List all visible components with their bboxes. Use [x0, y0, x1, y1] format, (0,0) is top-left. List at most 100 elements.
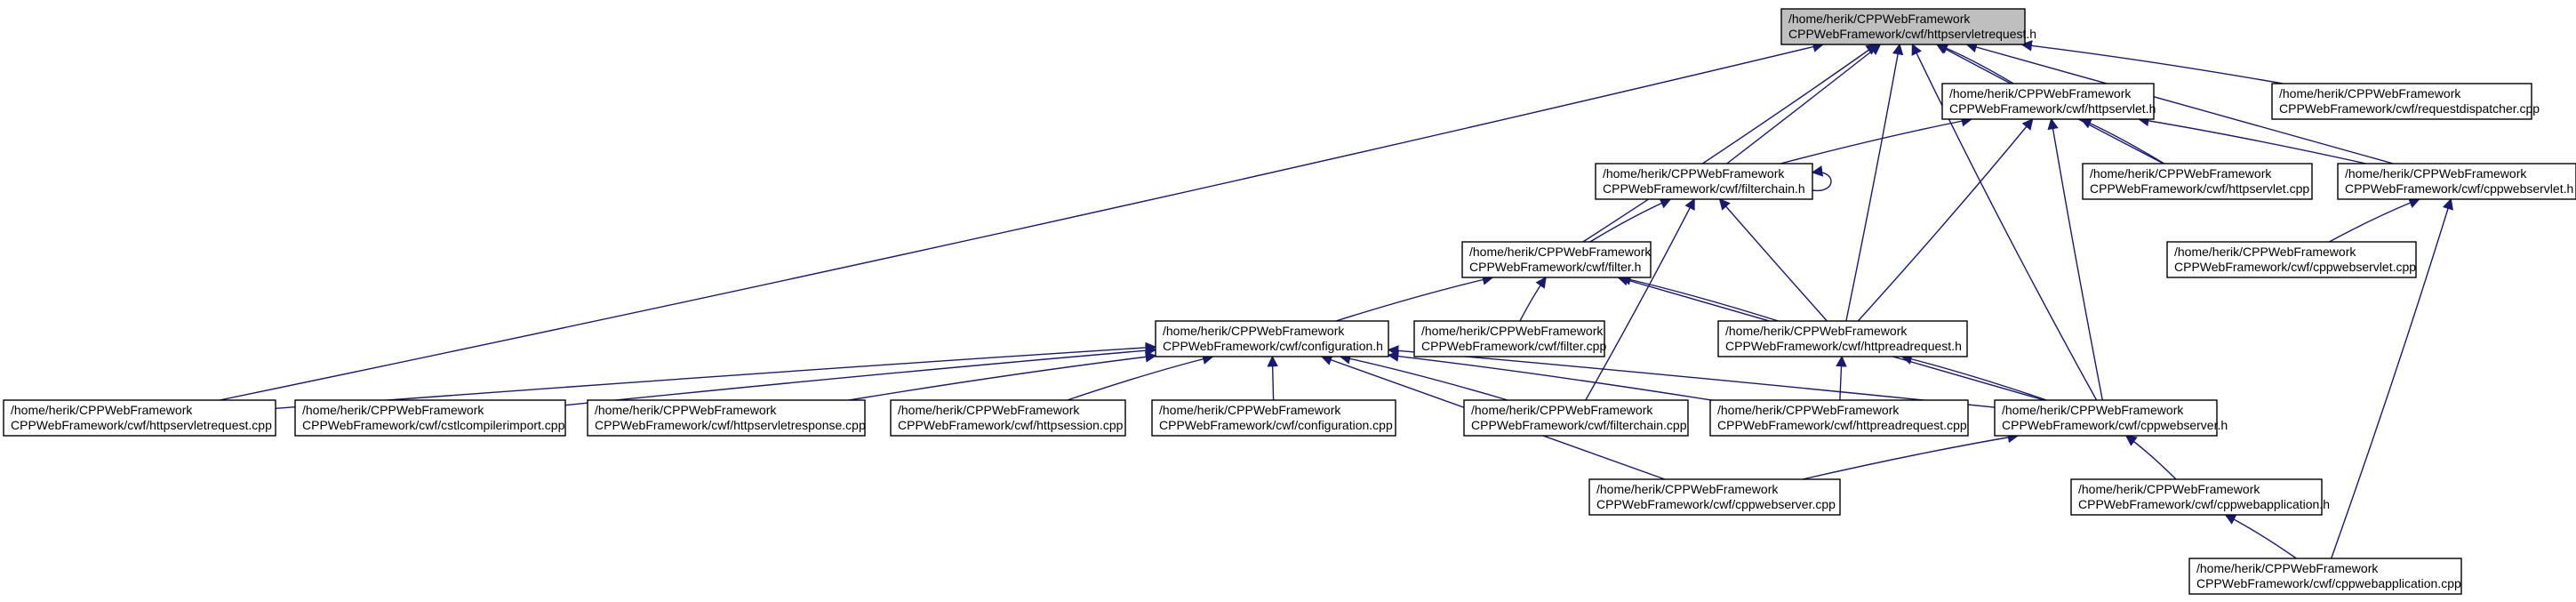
edge-cppwebserver-cpp-to-cppwebserver-h	[1802, 431, 2020, 480]
node-httpreadrequest-cpp[interactable]: /home/herik/CPPWebFrameworkCPPWebFramewo…	[1709, 399, 1969, 437]
node-box	[2337, 163, 2576, 200]
edge-cppwebserver-h-to-httpservlet-h	[2047, 117, 2103, 401]
node-httpreadrequest-h[interactable]: /home/herik/CPPWebFrameworkCPPWebFramewo…	[1717, 320, 1968, 357]
node-httpservlet-h[interactable]: /home/herik/CPPWebFrameworkCPPWebFramewo…	[1941, 83, 2156, 120]
node-box	[1461, 241, 1652, 278]
node-box	[2188, 558, 2462, 595]
edge-configuration-cpp-to-configuration-h	[1267, 355, 1279, 401]
node-label-line2: CPPWebFramework/cwf/cppwebservlet.cpp	[2174, 260, 2416, 274]
edge-filter-cpp-to-filter-h	[1519, 276, 1547, 322]
node-label-line1: /home/herik/CPPWebFramework	[1603, 166, 1785, 181]
edge-cstlcompilerimport-cpp-to-configuration-h	[564, 344, 1157, 406]
node-label-line1: /home/herik/CPPWebFramework	[595, 403, 777, 417]
node-label-line1: /home/herik/CPPWebFramework	[2078, 482, 2260, 496]
edge-configuration-h-to-filter-h	[1335, 274, 1494, 322]
edge-requestdispatcher-cpp-to-httpservletrequest-h	[2020, 40, 2284, 84]
node-box	[1155, 320, 1389, 357]
node-label-line1: /home/herik/CPPWebFramework	[2196, 561, 2379, 575]
node-label-line1: /home/herik/CPPWebFramework	[2090, 166, 2272, 181]
node-filterchain-cpp[interactable]: /home/herik/CPPWebFrameworkCPPWebFramewo…	[1463, 399, 1689, 437]
node-box	[1588, 478, 1841, 516]
node-httpsession-cpp[interactable]: /home/herik/CPPWebFrameworkCPPWebFramewo…	[890, 399, 1126, 437]
node-cppwebservlet-cpp[interactable]: /home/herik/CPPWebFrameworkCPPWebFramewo…	[2166, 241, 2417, 278]
node-label-line2: CPPWebFramework/cwf/cppwebservlet.h	[2345, 181, 2573, 196]
node-label-line1: /home/herik/CPPWebFramework	[898, 403, 1080, 417]
node-box	[1941, 83, 2155, 120]
node-label-line1: /home/herik/CPPWebFramework	[11, 403, 193, 417]
node-label-line2: CPPWebFramework/cwf/httpservletresponse.…	[595, 418, 866, 432]
node-label-line1: /home/herik/CPPWebFramework	[2345, 166, 2527, 181]
edge-cppwebapplication-h-to-cppwebserver-h	[2124, 435, 2177, 480]
edge-cppwebservlet-h-to-httpservletrequest-h	[1965, 42, 2394, 165]
node-filter-cpp[interactable]: /home/herik/CPPWebFrameworkCPPWebFramewo…	[1413, 320, 1606, 357]
edge-httpservletrequest-cpp-to-httpservletrequest-h	[220, 41, 1825, 401]
edge-cppwebapplication-cpp-to-cppwebservlet-h	[2331, 197, 2453, 559]
node-box	[2271, 83, 2532, 120]
node-label-line1: /home/herik/CPPWebFramework	[1421, 324, 1604, 338]
node-box	[1413, 320, 1605, 357]
node-label-line1: /home/herik/CPPWebFramework	[1596, 482, 1779, 496]
node-cppwebapplication-h[interactable]: /home/herik/CPPWebFrameworkCPPWebFramewo…	[2070, 478, 2330, 516]
node-httpservletrequest-cpp[interactable]: /home/herik/CPPWebFrameworkCPPWebFramewo…	[3, 399, 276, 437]
node-label-line2: CPPWebFramework/cwf/cppwebapplication.h	[2078, 497, 2330, 511]
node-box	[1151, 399, 1396, 437]
node-label-line1: /home/herik/CPPWebFramework	[1788, 12, 1971, 26]
node-cstlcompilerimport-cpp[interactable]: /home/herik/CPPWebFrameworkCPPWebFramewo…	[294, 399, 566, 437]
node-label-line2: CPPWebFramework/cwf/cstlcompilerimport.c…	[302, 418, 565, 432]
node-box	[2082, 163, 2313, 200]
node-box	[587, 399, 866, 437]
edge-httpsession-cpp-to-configuration-h	[1067, 353, 1214, 401]
node-cppwebserver-cpp[interactable]: /home/herik/CPPWebFrameworkCPPWebFramewo…	[1588, 478, 1841, 516]
edges-layer	[220, 40, 2453, 559]
node-label-line2: CPPWebFramework/cwf/httpservletrequest.h	[1788, 27, 2036, 41]
node-box	[2070, 478, 2323, 516]
node-requestdispatcher-cpp[interactable]: /home/herik/CPPWebFrameworkCPPWebFramewo…	[2271, 83, 2540, 120]
node-label-line2: CPPWebFramework/cwf/filter.h	[1469, 260, 1641, 274]
node-filterchain-h[interactable]: /home/herik/CPPWebFrameworkCPPWebFramewo…	[1595, 163, 1813, 200]
edge-filter-h-to-httpservletrequest-h	[1582, 44, 1878, 243]
edge-httpreadrequest-h-to-filterchain-h	[1718, 198, 1828, 322]
node-label-line1: /home/herik/CPPWebFramework	[2279, 86, 2461, 100]
edge-filterchain-cpp-to-configuration-h	[1339, 353, 1508, 401]
node-label-line2: CPPWebFramework/cwf/cppwebapplication.cp…	[2196, 576, 2461, 590]
node-label-line1: /home/herik/CPPWebFramework	[302, 403, 484, 417]
node-label-line1: /home/herik/CPPWebFramework	[2002, 403, 2184, 417]
node-label-line2: CPPWebFramework/cwf/httpservletrequest.c…	[11, 418, 272, 432]
node-box	[294, 399, 566, 437]
node-label-line1: /home/herik/CPPWebFramework	[1949, 86, 2132, 100]
node-httpservletresponse-cpp[interactable]: /home/herik/CPPWebFrameworkCPPWebFramewo…	[587, 399, 866, 437]
node-filter-h[interactable]: /home/herik/CPPWebFrameworkCPPWebFramewo…	[1461, 241, 1652, 278]
node-box	[3, 399, 276, 437]
node-box	[1709, 399, 1969, 437]
node-label-line2: CPPWebFramework/cwf/filter.cpp	[1421, 339, 1606, 353]
node-box	[1463, 399, 1689, 437]
node-configuration-cpp[interactable]: /home/herik/CPPWebFrameworkCPPWebFramewo…	[1151, 399, 1396, 437]
node-cppwebserver-h[interactable]: /home/herik/CPPWebFrameworkCPPWebFramewo…	[1994, 399, 2228, 437]
edge-cppwebapplication-cpp-to-cppwebapplication-h	[2224, 514, 2297, 559]
edge-filterchain-h-to-httpservletrequest-h	[1726, 44, 1882, 165]
node-configuration-h[interactable]: /home/herik/CPPWebFrameworkCPPWebFramewo…	[1155, 320, 1389, 357]
node-box	[2166, 241, 2417, 278]
node-label-line2: CPPWebFramework/cwf/httpsession.cpp	[898, 418, 1124, 432]
node-httpservlet-cpp[interactable]: /home/herik/CPPWebFrameworkCPPWebFramewo…	[2082, 163, 2313, 200]
node-label-line2: CPPWebFramework/cwf/httpservlet.h	[1949, 101, 2156, 116]
edge-filterchain-cpp-to-filterchain-h	[1585, 197, 1695, 401]
nodes-layer: /home/herik/CPPWebFrameworkCPPWebFramewo…	[3, 8, 2576, 595]
node-cppwebservlet-h[interactable]: /home/herik/CPPWebFrameworkCPPWebFramewo…	[2337, 163, 2576, 200]
node-label-line1: /home/herik/CPPWebFramework	[2174, 245, 2356, 259]
node-httpservletrequest-h[interactable]: /home/herik/CPPWebFrameworkCPPWebFramewo…	[1780, 8, 2036, 45]
edge-httpservlet-cpp-to-httpservlet-h	[2080, 117, 2165, 165]
node-label-line2: CPPWebFramework/cwf/configuration.h	[1163, 339, 1383, 353]
edge-filterchain-h-to-filterchain-h	[1811, 165, 1832, 192]
node-cppwebapplication-cpp[interactable]: /home/herik/CPPWebFrameworkCPPWebFramewo…	[2188, 558, 2462, 595]
node-label-line1: /home/herik/CPPWebFramework	[1159, 403, 1341, 417]
node-label-line2: CPPWebFramework/cwf/filterchain.h	[1603, 181, 1805, 196]
node-label-line2: CPPWebFramework/cwf/httpreadrequest.cpp	[1717, 418, 1967, 432]
edge-httpreadrequest-h-to-httpservletrequest-h	[1845, 43, 1904, 322]
edge-httpreadrequest-cpp-to-httpreadrequest-h	[1836, 355, 1847, 401]
edge-filter-h-to-filterchain-h	[1589, 197, 1672, 243]
node-label-line1: /home/herik/CPPWebFramework	[1717, 403, 1900, 417]
node-label-line2: CPPWebFramework/cwf/httpreadrequest.h	[1725, 339, 1962, 353]
edge-filterchain-h-to-httpservlet-h	[1780, 116, 1973, 165]
node-box	[1994, 399, 2218, 437]
